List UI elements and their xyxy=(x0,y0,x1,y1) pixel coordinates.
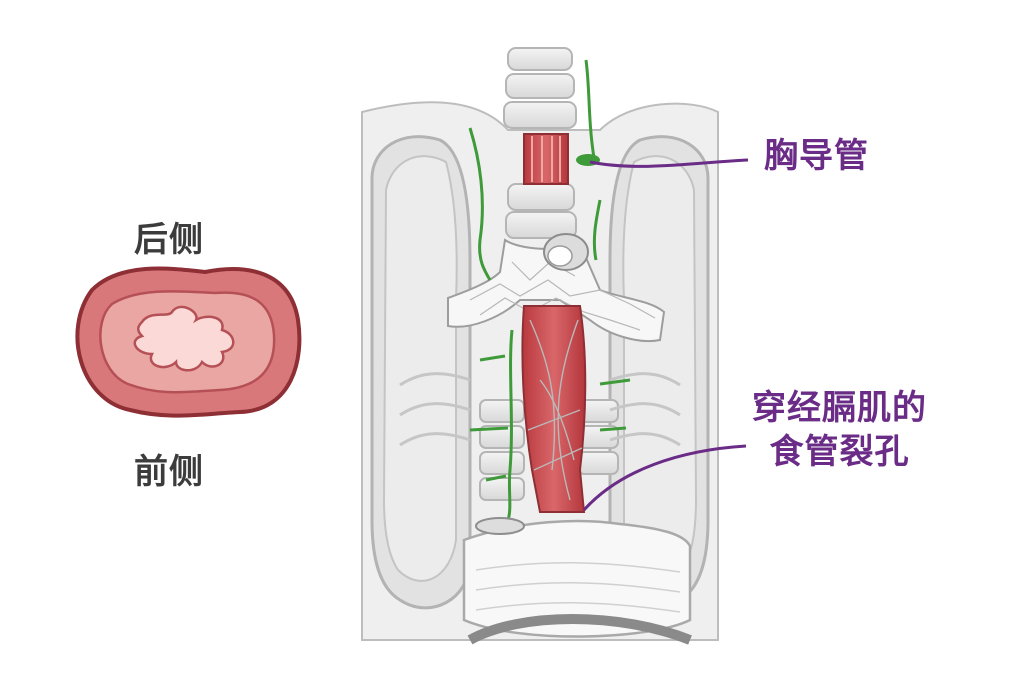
thoracic-duct-label: 胸导管 xyxy=(764,136,869,176)
hiatus-label-line2: 食管裂孔 xyxy=(769,432,910,472)
leader-line-hiatus xyxy=(582,444,747,512)
anterior-label: 前侧 xyxy=(134,452,204,492)
vertebral-column xyxy=(479,47,619,501)
diaphragm xyxy=(462,519,692,638)
posterior-label: 后侧 xyxy=(134,220,204,260)
leader-line-thoracic-duct xyxy=(589,158,749,168)
esophageal-hiatus-label: 穿经膈肌的 食管裂孔 xyxy=(752,386,927,474)
hiatus-label-line1: 穿经膈肌的 xyxy=(752,388,927,428)
thorax-anatomy-illustration xyxy=(361,47,719,645)
esophagus-cross-section-icon xyxy=(75,266,302,418)
ribs xyxy=(399,372,681,447)
trachea-bronchi xyxy=(447,233,666,342)
thoracic-duct xyxy=(468,59,631,521)
esophageal-hiatus xyxy=(475,517,525,535)
esophagus-upper xyxy=(523,133,569,185)
